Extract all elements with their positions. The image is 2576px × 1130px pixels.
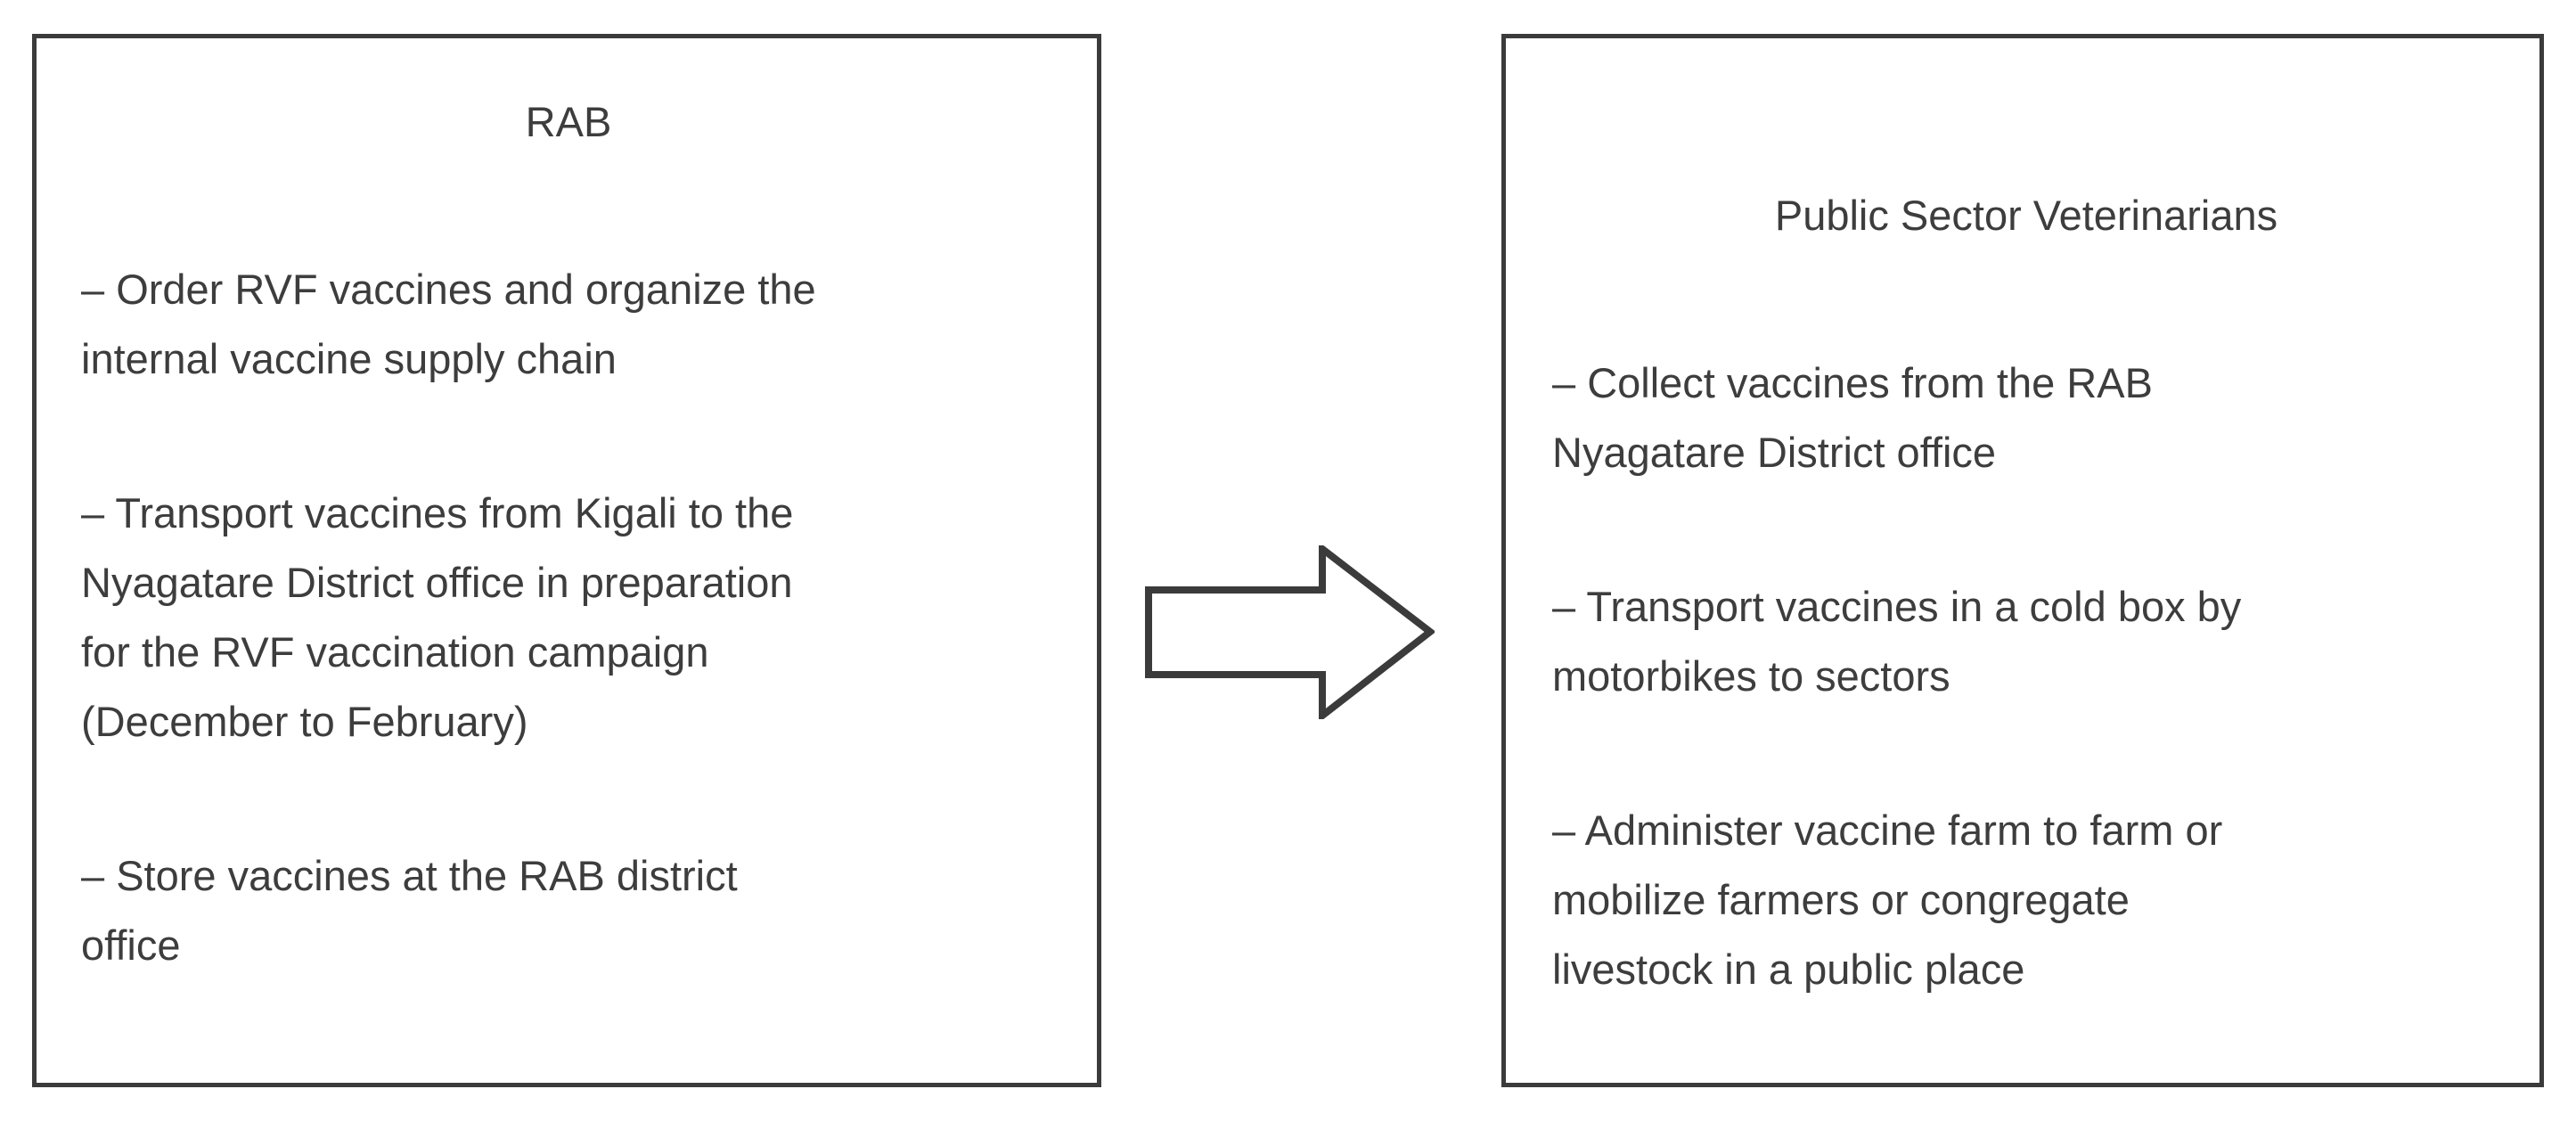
left-box: RAB – Order RVF vaccines and organize th… [32, 34, 1101, 1087]
right-box-item-administer-vaccine: – Administer vaccine farm to farm or mob… [1552, 807, 2223, 993]
left-box-item-store-vaccines: – Store vaccines at the RAB district off… [81, 852, 738, 969]
right-box-item-collect-vaccines: – Collect vaccines from the RAB Nyagatar… [1552, 359, 2153, 476]
left-box-title: RAB [525, 98, 612, 145]
left-box-item-order-vaccines: – Order RVF vaccines and organize the in… [81, 266, 816, 382]
right-box: Public Sector Veterinarians – Collect va… [1501, 34, 2544, 1087]
left-box-item-transport-vaccines: – Transport vaccines from Kigali to the … [81, 489, 794, 745]
right-arrow-icon [1145, 545, 1435, 719]
right-box-title: Public Sector Veterinarians [1774, 192, 2278, 239]
right-box-item-transport-vaccines: – Transport vaccines in a cold box by mo… [1552, 583, 2242, 700]
